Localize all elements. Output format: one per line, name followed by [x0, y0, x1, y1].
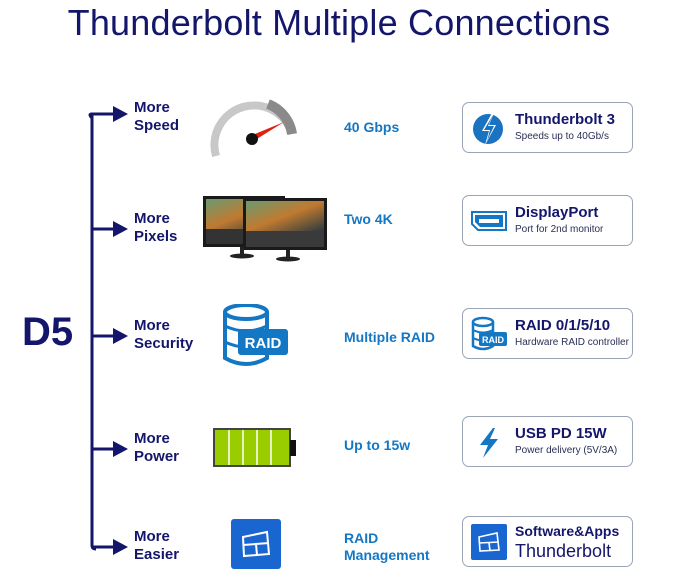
card-subtitle: Thunderbolt	[515, 541, 612, 561]
card-title: USB PD 15W	[515, 425, 607, 442]
card-subtitle: Hardware RAID controller	[515, 337, 629, 348]
card-title: RAID 0/1/5/10	[515, 317, 611, 334]
card-software: Software&Apps Thunderbolt	[462, 516, 633, 567]
feature-speed: 40 Gbps	[344, 119, 400, 135]
app-window-icon	[471, 524, 507, 560]
card-subtitle: Power delivery (5V/3A)	[515, 445, 618, 456]
displayport-icon	[471, 211, 507, 231]
card-usb-pd: USB PD 15W Power delivery (5V/3A)	[462, 416, 633, 467]
card-raid: RAID RAID 0/1/5/10 Hardware RAID control…	[462, 308, 633, 359]
card-displayport: DisplayPort Port for 2nd monitor	[462, 195, 633, 246]
raid-database-icon: RAID	[223, 304, 288, 366]
branch-security	[91, 328, 128, 344]
card-title: Software&Apps	[515, 523, 620, 539]
feature-pixels: Two 4K	[344, 211, 393, 227]
app-window-icon	[231, 519, 281, 569]
branch-pixels	[91, 221, 128, 237]
svg-text:RAID: RAID	[245, 335, 282, 352]
branch-speed	[91, 106, 128, 122]
dual-monitor-icon	[203, 196, 327, 262]
card-title: Thunderbolt 3	[515, 111, 615, 128]
card-subtitle: Port for 2nd monitor	[515, 224, 604, 235]
page-title: Thunderbolt Multiple Connections	[67, 2, 611, 43]
tree-trunk	[88, 112, 97, 551]
lightning-icon	[480, 428, 498, 458]
card-thunderbolt: Thunderbolt 3 Speeds up to 40Gb/s	[462, 102, 633, 153]
feature-security: Multiple RAID	[344, 329, 435, 345]
speedometer-icon	[210, 99, 297, 158]
thunderbolt-icon	[473, 113, 503, 145]
svg-text:RAID: RAID	[482, 335, 504, 345]
card-title: DisplayPort	[515, 204, 599, 221]
root-label: D5	[22, 310, 74, 354]
feature-power: Up to 15w	[344, 437, 411, 453]
raid-icon: RAID	[471, 316, 507, 351]
branch-easier	[91, 539, 128, 555]
battery-icon	[213, 428, 296, 467]
branch-power	[91, 441, 128, 457]
card-subtitle: Speeds up to 40Gb/s	[515, 131, 609, 142]
